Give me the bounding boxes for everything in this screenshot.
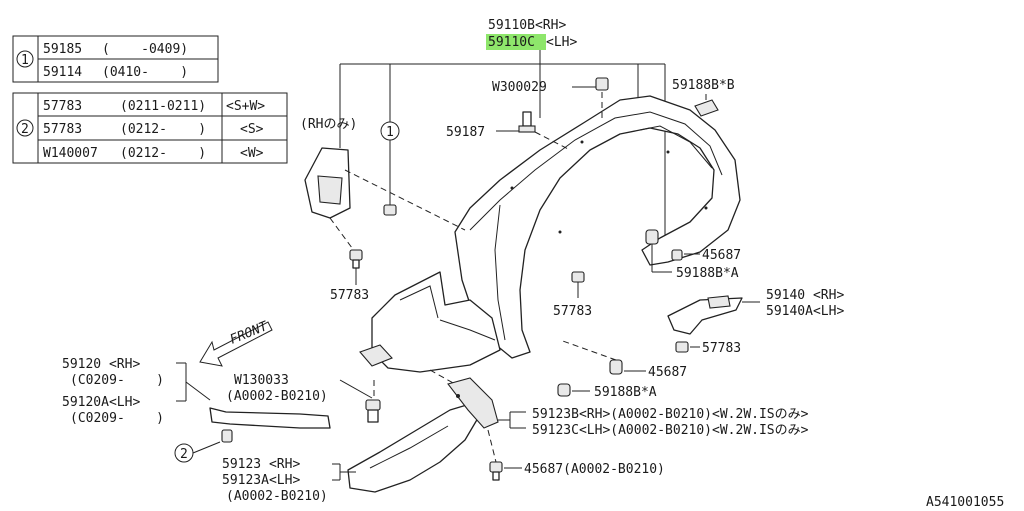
label-59188b-a-top: 59188B*A <box>676 266 739 281</box>
label-59188b-a-bot: 59188B*A <box>594 385 657 400</box>
table2-row1-part: 57783 <box>43 99 82 114</box>
label-front: FRONT <box>228 319 271 348</box>
fender-liner <box>454 95 741 359</box>
label-59123-range: (A0002-B0210) <box>226 489 328 504</box>
clip-57783-mid <box>571 271 585 283</box>
strip-59120 <box>209 407 331 443</box>
callout-2-text: 2 <box>180 447 188 462</box>
table2-row2-part: 57783 <box>43 122 82 137</box>
table1-row2-part: 59114 <box>43 65 82 80</box>
bracket-rh <box>304 147 351 219</box>
clip-45687-mid <box>609 359 623 375</box>
label-w130033-range: (A0002-B0210) <box>226 389 328 404</box>
lower-shield <box>359 271 501 373</box>
drawing-id: A541001055 <box>926 495 1004 510</box>
clip-59188b-a-bot <box>557 383 571 397</box>
label-59123a-lh: 59123A<LH> <box>222 473 300 488</box>
label-59140a-lh: 59140A<LH> <box>766 304 844 319</box>
callout-1-circle <box>16 50 34 68</box>
clip-w300029 <box>595 77 609 91</box>
clip-57783-right <box>675 341 689 353</box>
mudguard-59123 <box>347 377 499 493</box>
callout-2-circle <box>16 119 34 137</box>
screw-59187 <box>518 111 536 133</box>
label-w300029: W300029 <box>492 80 547 95</box>
label-57783-right: 57783 <box>702 341 741 356</box>
clip-59185 <box>383 204 397 216</box>
label-59120a-range: (C0209- ) <box>70 411 164 426</box>
clip-59188b-b <box>694 99 719 117</box>
table2-row1-variant: <S+W> <box>226 99 265 114</box>
label-59123c: 59123C<LH>(A0002-B0210)<W.2W.ISのみ> <box>532 423 809 438</box>
table1-ref: 1 <box>21 53 29 68</box>
table2-row3-part: W140007 <box>43 146 98 161</box>
table2-row3-variant: <W> <box>240 146 264 161</box>
table2-ref: 2 <box>21 122 29 137</box>
label-57783-left: 57783 <box>330 288 369 303</box>
label-w130033: W130033 <box>234 373 289 388</box>
clip-57783-left <box>349 249 363 269</box>
table2-row1-range: (0211-0211) <box>120 99 206 114</box>
legend-table-1: 1 59185 ( -0409) 59114 (0410- ) <box>12 35 219 83</box>
label-59123-rh: 59123 <RH> <box>222 457 300 472</box>
label-59188b-b: 59188B*B <box>672 78 735 93</box>
label-45687-mid: 45687 <box>648 365 687 380</box>
label-59120-rh: 59120 <RH> <box>62 357 140 372</box>
label-59110c-side: <LH> <box>546 35 577 50</box>
clip-45687-top <box>645 229 659 245</box>
label-59123b: 59123B<RH>(A0002-B0210)<W.2W.ISのみ> <box>532 407 809 422</box>
label-45687-top: 45687 <box>702 248 741 263</box>
nut-45687-top <box>671 249 683 261</box>
callout-1-text: 1 <box>386 125 394 140</box>
legend-table-2: 2 57783 (0211-0211) <S+W> 57783 (0212- )… <box>12 92 288 164</box>
label-57783-mid: 57783 <box>553 304 592 319</box>
table1-row1-part: 59185 <box>43 42 82 57</box>
clip-w130033 <box>365 399 381 423</box>
highlight-59110c <box>486 34 546 50</box>
label-59120a-lh: 59120A<LH> <box>62 395 140 410</box>
table2-row2-variant: <S> <box>240 122 264 137</box>
nut-45687-bot <box>489 461 503 481</box>
table1-row1-range: ( -0409) <box>102 42 188 57</box>
label-59110c-code[interactable]: 59110C <box>488 35 535 50</box>
trim-59140 <box>667 295 743 335</box>
label-45687-bot: 45687(A0002-B0210) <box>524 462 665 477</box>
label-rh-only: (RHのみ) <box>300 117 357 132</box>
bracket-59110 <box>339 50 666 236</box>
bracket-59120 <box>176 362 211 402</box>
table2-row3-range: (0212- ) <box>120 146 206 161</box>
front-arrow <box>199 321 273 367</box>
label-59120-range: (C0209- ) <box>70 373 164 388</box>
label-59140-rh: 59140 <RH> <box>766 288 844 303</box>
table2-row2-range: (0212- ) <box>120 122 206 137</box>
table1-row2-range: (0410- ) <box>102 65 188 80</box>
label-59187: 59187 <box>446 125 485 140</box>
label-59110b: 59110B<RH> <box>488 18 566 33</box>
